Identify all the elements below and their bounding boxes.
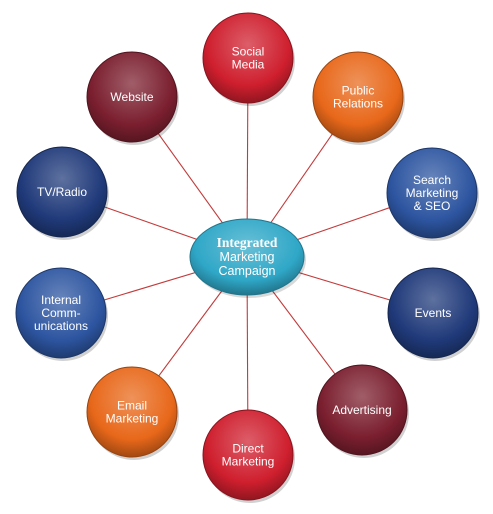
node-circle-events xyxy=(387,267,479,359)
node-website: Website xyxy=(86,51,179,145)
node-label-public-relations: Relations xyxy=(333,97,383,111)
node-label-direct-marketing: Direct xyxy=(232,442,264,456)
node-circle-internal-communications xyxy=(15,267,107,359)
node-circle-email-marketing xyxy=(86,366,178,458)
node-events: Events xyxy=(387,267,480,361)
hub-label: Campaign xyxy=(219,264,276,278)
node-label-events: Events xyxy=(415,306,452,320)
node-circle-website xyxy=(86,51,178,143)
node-label-tv-radio: TV/Radio xyxy=(37,185,87,199)
node-label-internal-communications: Comm- xyxy=(41,306,80,320)
node-label-search-marketing-seo: Marketing xyxy=(406,186,459,200)
node-label-search-marketing-seo: & SEO xyxy=(414,199,451,213)
hub-label: Marketing xyxy=(220,250,275,264)
node-label-social-media: Social xyxy=(232,45,265,59)
node-label-internal-communications: unications xyxy=(34,319,88,333)
node-circle-tv-radio xyxy=(16,146,108,238)
node-label-email-marketing: Email xyxy=(117,399,147,413)
hub-title: Integrated xyxy=(217,235,278,250)
node-advertising: Advertising xyxy=(316,364,409,458)
node-label-advertising: Advertising xyxy=(332,403,391,417)
node-label-search-marketing-seo: Search xyxy=(413,173,451,187)
node-circle-direct-marketing xyxy=(202,409,294,501)
node-label-social-media: Media xyxy=(232,58,265,72)
node-label-website: Website xyxy=(110,90,153,104)
node-label-direct-marketing: Marketing xyxy=(222,455,275,469)
node-tv-radio: TV/Radio xyxy=(16,146,109,240)
node-label-email-marketing: Marketing xyxy=(106,412,159,426)
hub-ellipse xyxy=(189,218,305,296)
node-circle-advertising xyxy=(316,364,408,456)
node-label-internal-communications: Internal xyxy=(41,293,81,307)
node-circle-public-relations xyxy=(312,51,404,143)
node-group: SocialMediaPublicRelationsSearchMarketin… xyxy=(15,12,480,503)
node-circle-search-marketing-seo xyxy=(386,147,478,239)
node-circle-social-media xyxy=(202,12,294,104)
node-label-public-relations: Public xyxy=(342,84,375,98)
